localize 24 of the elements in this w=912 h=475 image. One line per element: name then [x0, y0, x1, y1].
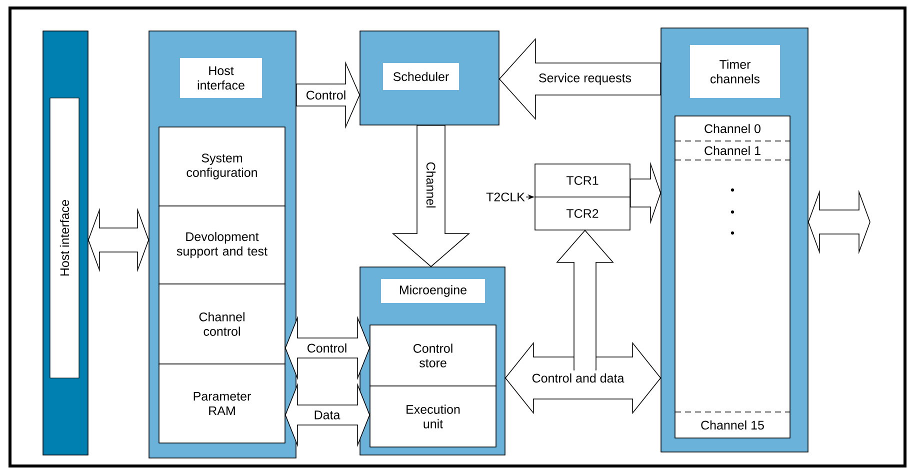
edge-label: Control and data	[530, 372, 626, 384]
function-cell: Devolopment support and test	[158, 206, 286, 284]
heading-label: Microengine	[381, 279, 485, 303]
function-cell: Control store	[370, 324, 496, 386]
edge-label: Data	[312, 410, 342, 420]
channel-list-box	[674, 116, 790, 438]
block-arrow	[392, 125, 470, 268]
heading-label: Scheduler	[383, 63, 459, 90]
block-arrow	[630, 162, 662, 224]
channel-row: Channel 0	[704, 124, 760, 134]
edge-label: Channel	[425, 160, 437, 210]
function-cell: Execution unit	[370, 386, 496, 448]
function-cell: Channel control	[158, 284, 286, 364]
channel-row: Channel 15	[701, 420, 764, 430]
heading-label: Timer channels	[690, 45, 780, 98]
function-cell: Parameter RAM	[158, 364, 286, 444]
block-arrow	[556, 230, 614, 372]
function-cell: System configuration	[158, 126, 286, 206]
edge-label: Service requests	[537, 72, 633, 86]
signal-label: T2CLK	[486, 192, 525, 202]
bus-bar: Host interface	[42, 30, 88, 456]
register-box: TCR1 TCR2	[534, 164, 630, 230]
heading-label: Host interface	[180, 58, 262, 98]
channel-row: Channel 1	[704, 146, 760, 156]
